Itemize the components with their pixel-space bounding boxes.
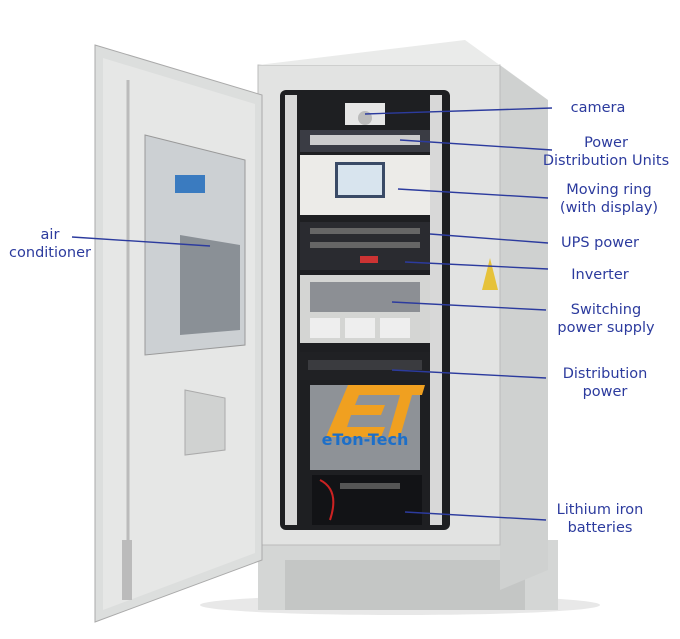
label-distribution-line2: power (582, 384, 628, 400)
label-distribution: Distribution power (563, 365, 648, 401)
logo-text: eTon-Tech (322, 430, 409, 449)
label-air-line2: conditioner (9, 245, 91, 261)
label-camera: camera (570, 100, 626, 116)
label-pdu-line2: Distribution Units (542, 153, 670, 169)
label-switching: Switching power supply (557, 301, 654, 337)
label-moving-ring-line1: Moving ring (566, 182, 652, 198)
leader-lines (71, 107, 553, 521)
cabinet-side (500, 65, 548, 590)
label-air-line1: air (40, 227, 60, 243)
label-lithium-line1: Lithium iron (556, 502, 644, 518)
logo-mark (326, 385, 403, 437)
label-switching-line1: Switching (570, 302, 642, 318)
label-pdu-line1: Power (584, 135, 628, 151)
label-moving-ring-line2: (with display) (559, 200, 659, 216)
label-distribution-line1: Distribution (562, 366, 648, 382)
label-ups: UPS power (561, 235, 639, 251)
lithium-batteries (312, 475, 422, 525)
label-air-conditioner: air conditioner (9, 226, 91, 262)
label-lithium: Lithium iron batteries (557, 501, 644, 537)
label-inverter: Inverter (571, 267, 629, 283)
label-lithium-line2: batteries (567, 520, 633, 536)
label-switching-line2: power supply (557, 320, 655, 336)
label-moving-ring: Moving ring (with display) (560, 181, 658, 217)
